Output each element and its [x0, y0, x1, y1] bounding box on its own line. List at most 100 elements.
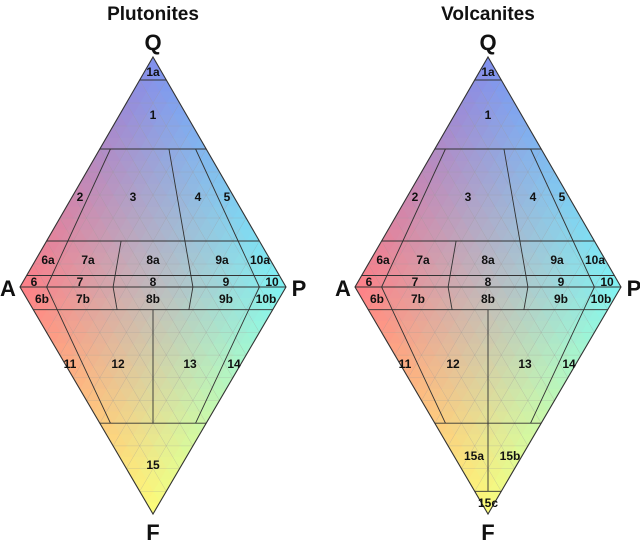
field-boundaries	[19, 55, 287, 516]
field-label-9a: 9a	[215, 253, 229, 267]
field-label-9b: 9b	[554, 292, 568, 306]
apex-a: A	[0, 276, 16, 301]
boundary-line	[523, 286, 529, 310]
field-label-14: 14	[562, 357, 576, 371]
boundary-line	[112, 240, 122, 288]
grid-line	[434, 148, 515, 288]
grid-line	[540, 286, 582, 356]
grid-line	[594, 286, 608, 310]
grid-line	[126, 286, 234, 469]
boundary-line	[447, 240, 457, 288]
field-label-13: 13	[183, 357, 197, 371]
field-label-6: 6	[366, 275, 373, 289]
diagram-outline	[354, 55, 622, 516]
field-label-6: 6	[31, 275, 38, 289]
grid-line	[86, 286, 154, 401]
grid-line	[447, 286, 542, 447]
apex-p: P	[627, 276, 640, 301]
field-label-10a: 10a	[585, 253, 605, 267]
grid-line	[461, 102, 569, 288]
field-label-10: 10	[600, 275, 614, 289]
grid-line	[46, 286, 167, 492]
field-label-9b: 9b	[219, 292, 233, 306]
field-label-3: 3	[130, 190, 137, 204]
grid-line	[126, 102, 234, 288]
grid-line	[381, 286, 502, 492]
grid-line	[86, 171, 154, 288]
color-cell	[145, 502, 161, 515]
grid-line	[567, 240, 595, 288]
grid-line	[152, 171, 220, 288]
boundary-line	[530, 148, 574, 242]
field-label-15: 15	[146, 458, 160, 472]
grid-line	[381, 240, 409, 288]
field-label-3: 3	[465, 190, 472, 204]
boundary-line	[381, 286, 393, 310]
grid-line	[487, 171, 555, 288]
field-label-7: 7	[77, 275, 84, 289]
grid-line	[407, 102, 515, 288]
grid-line	[112, 125, 207, 288]
field-label-8: 8	[485, 275, 492, 289]
color-fill	[19, 56, 287, 515]
field-label-15b: 15b	[500, 449, 521, 463]
field-label-10a: 10a	[250, 253, 270, 267]
field-label-12: 12	[446, 357, 460, 371]
field-label-1a: 1a	[146, 65, 160, 79]
grid-line	[474, 286, 595, 492]
grid-line	[407, 286, 515, 469]
field-label-9: 9	[223, 275, 230, 289]
boundary-line	[530, 309, 585, 424]
boundary-line	[184, 240, 194, 288]
grid-line	[259, 286, 273, 310]
field-label-11: 11	[399, 357, 412, 371]
grid-line	[434, 286, 529, 447]
field-label-7: 7	[412, 275, 419, 289]
field-label-15a: 15a	[464, 449, 484, 463]
field-label-13: 13	[518, 357, 532, 371]
field-label-4: 4	[195, 190, 202, 204]
grid-line	[33, 286, 47, 310]
boundary-line	[188, 286, 194, 310]
field-label-12: 12	[111, 357, 125, 371]
apex-q: Q	[479, 30, 496, 55]
grid-line	[46, 240, 74, 288]
apex-q: Q	[144, 30, 161, 55]
field-label-6a: 6a	[376, 253, 390, 267]
diagram-title: Volcanites	[441, 4, 535, 25]
grid-line	[152, 286, 220, 401]
apex-a: A	[335, 276, 351, 301]
boundary-line	[503, 148, 521, 242]
boundary-line	[195, 309, 250, 424]
boundary-line	[46, 286, 58, 310]
grid-line	[421, 286, 489, 401]
field-label-7b: 7b	[76, 292, 90, 306]
field-label-6b: 6b	[35, 292, 49, 306]
field-label-8: 8	[150, 275, 157, 289]
apex-f: F	[146, 520, 159, 544]
grid-line	[139, 79, 260, 288]
field-label-10b: 10b	[256, 292, 277, 306]
boundary-line	[195, 148, 239, 242]
grid-line	[394, 286, 436, 356]
boundary-line	[67, 148, 111, 242]
field-label-2: 2	[412, 190, 419, 204]
grid-line	[72, 102, 180, 288]
field-label-8a: 8a	[481, 253, 495, 267]
grid-line	[139, 286, 260, 492]
boundary-line	[168, 148, 186, 242]
field-label-8b: 8b	[146, 292, 160, 306]
field-label-8a: 8a	[146, 253, 160, 267]
field-label-7a: 7a	[416, 253, 430, 267]
boundary-line	[572, 240, 595, 288]
boundary-line	[583, 286, 595, 310]
field-boundaries	[354, 55, 622, 516]
boundary-line	[248, 286, 260, 310]
grid-line	[72, 286, 180, 469]
grid-line	[99, 286, 194, 447]
diagram-outline	[19, 55, 287, 516]
field-label-10: 10	[265, 275, 279, 289]
field-label-5: 5	[224, 190, 231, 204]
